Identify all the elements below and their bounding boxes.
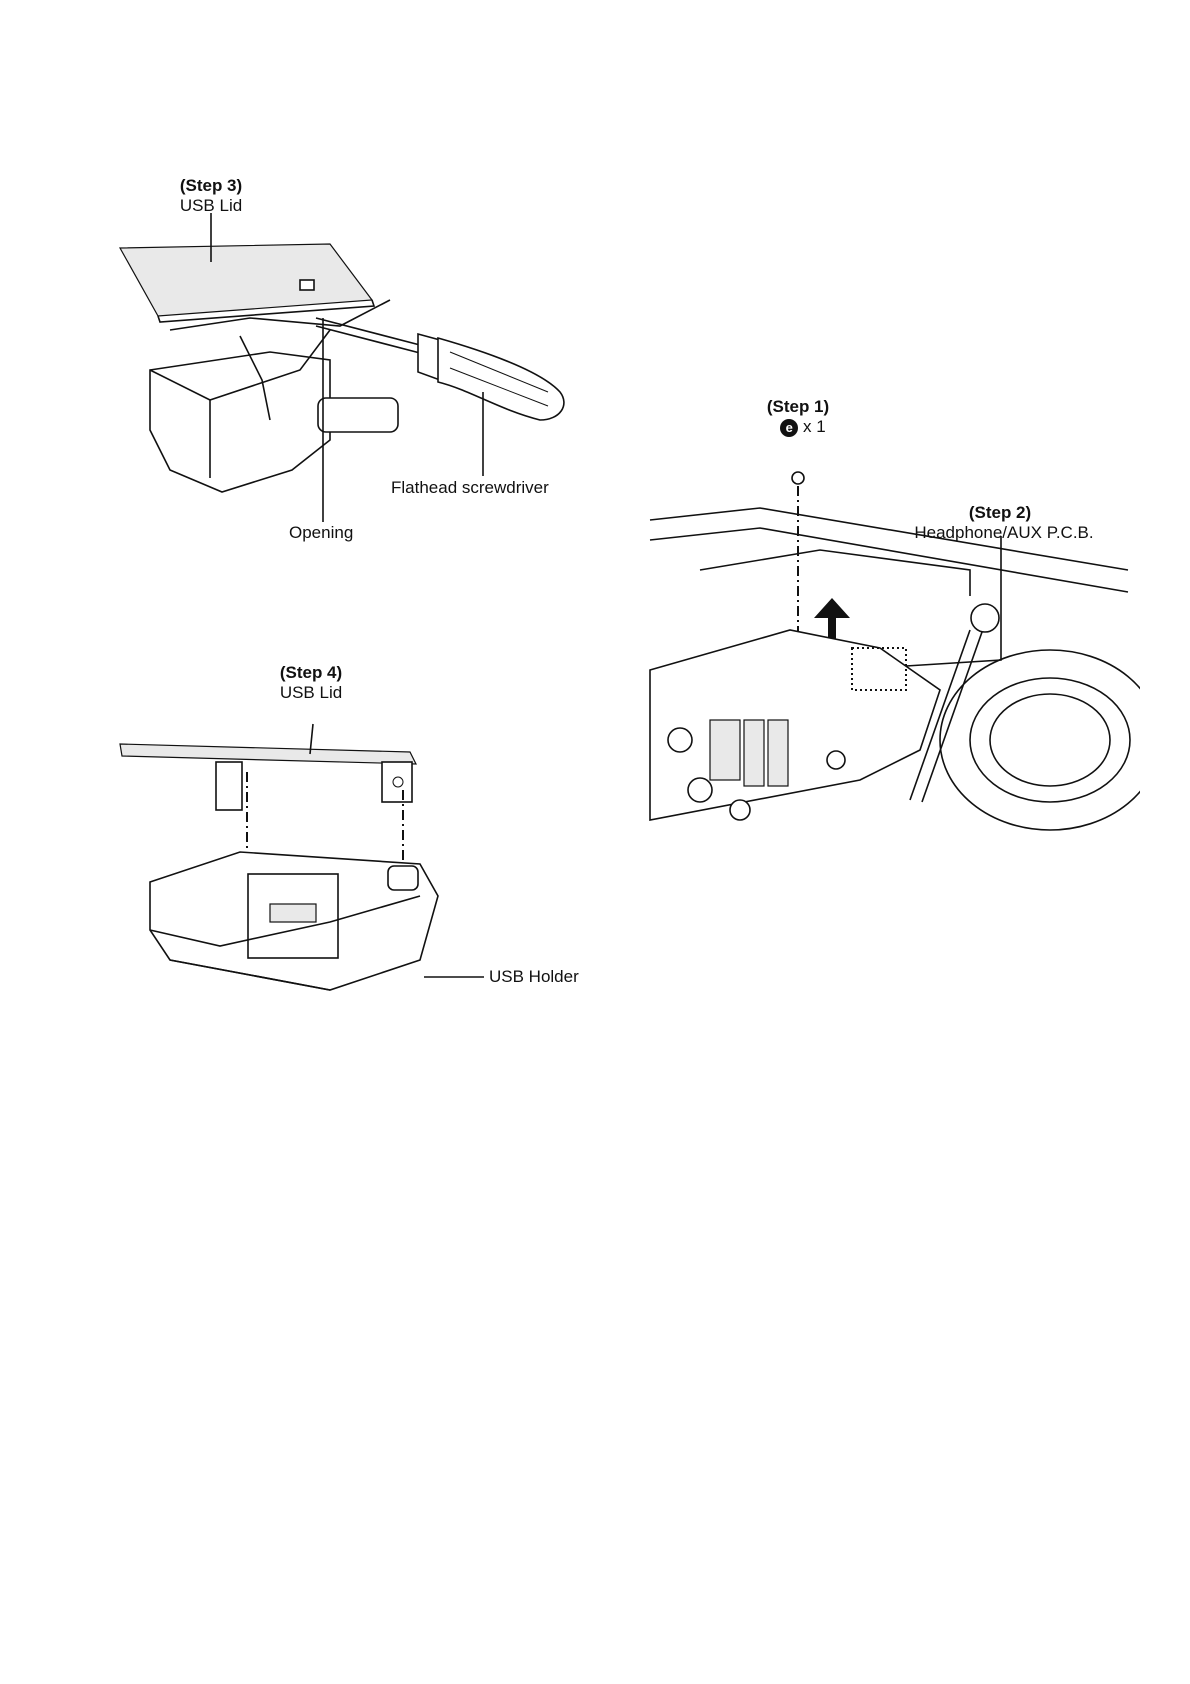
figure-step4: (Step 4) USB Lid USB Holder — [0, 660, 600, 1040]
screw-count-row: e x 1 — [768, 417, 838, 437]
usb-holder-shape — [150, 352, 330, 492]
step4-part-label: USB Lid — [262, 683, 360, 703]
lid-tab — [300, 280, 314, 290]
screw-e-icon: e — [780, 419, 798, 437]
step4-step-label: (Step 4) — [280, 663, 342, 682]
step3-illustration — [0, 0, 600, 560]
screwdriver-shaft — [316, 318, 420, 345]
step1-step-label: (Step 1) — [767, 397, 829, 416]
lid-hook-right — [382, 762, 412, 802]
step3-step-label: (Step 3) — [180, 176, 242, 195]
flathead-screwdriver-label: Flathead screwdriver — [391, 478, 549, 498]
lid-hook-left — [216, 762, 242, 810]
screwdriver-handle — [438, 338, 564, 420]
opening-label: Opening — [289, 523, 353, 543]
headphone-aux-pcb-label: Headphone/AUX P.C.B. — [904, 523, 1104, 543]
screw-shape — [792, 472, 804, 484]
usb-lid-shape — [120, 244, 372, 316]
step3-part-label: USB Lid — [162, 196, 260, 216]
usb-lid-shape — [120, 744, 416, 764]
pcb-illustration — [640, 420, 1140, 890]
figure-step1-2: (Step 1) e x 1 (Step 2) Headphone/AUX P.… — [640, 420, 1140, 890]
step2-step-label: (Step 2) — [969, 503, 1031, 522]
usb-holder-label: USB Holder — [489, 967, 579, 987]
screw-count: x 1 — [803, 417, 826, 436]
figure-step3: (Step 3) USB Lid Flathead screwdriver Op… — [0, 0, 600, 560]
